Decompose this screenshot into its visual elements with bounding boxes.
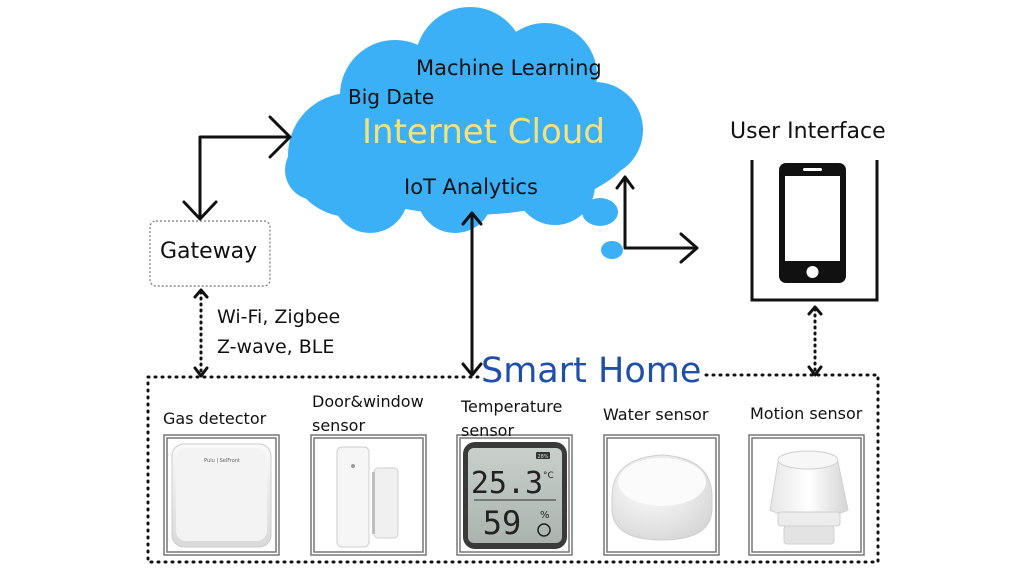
cloud-iot-analytics-label: IoT Analytics [404,175,538,199]
sensor-label-water: Water sensor [603,405,709,424]
temperature-unit: °C [543,471,554,481]
ui-smarthome-arrow [807,305,823,377]
humidity-unit: % [540,510,550,521]
sensor-frames [163,434,865,556]
gas-detector-print: Pulu | SelFront [204,458,240,464]
motion-sensor-icon [769,450,849,545]
gas-detector-icon: Pulu | SelFront [171,443,272,548]
cloud-ui-arrow [615,175,699,264]
protocols-line-1: Wi-Fi, Zigbee [217,306,341,328]
protocols-line-2: Z-wave, BLE [217,336,335,358]
temperature-sensor-icon: 28% 25.3 °C 59 % [463,442,567,549]
cloud-big-data-label: Big Date [348,85,435,109]
gateway-cloud-arrow [182,115,292,221]
gateway-smarthome-arrow [193,288,209,378]
gateway-box [149,220,271,287]
door-window-sensor-icon [336,446,399,548]
user-interface-label: User Interface [730,119,886,144]
smart-home-boundary [146,373,880,564]
cloud-title: Internet Cloud [362,112,605,152]
water-sensor-icon [611,454,713,541]
sensor-label-motion: Motion sensor [750,404,863,423]
sensor-label-temperature: Temperature sensor [461,397,563,440]
cloud-machine-learning-label: Machine Learning [416,56,602,80]
humidity-reading: 59 [483,504,522,542]
sensor-label-door-window: Door&window sensor [312,392,424,435]
sensor-label-gas-detector: Gas detector [163,409,267,428]
gateway-label: Gateway [160,239,258,264]
temperature-badge: 28% [537,454,548,460]
user-interface-phone [750,160,879,302]
temperature-reading: 25.3 [471,466,543,501]
smart-home-title: Smart Home [481,351,702,391]
internet-cloud [285,7,643,259]
cloud-smarthome-arrow [461,211,483,377]
